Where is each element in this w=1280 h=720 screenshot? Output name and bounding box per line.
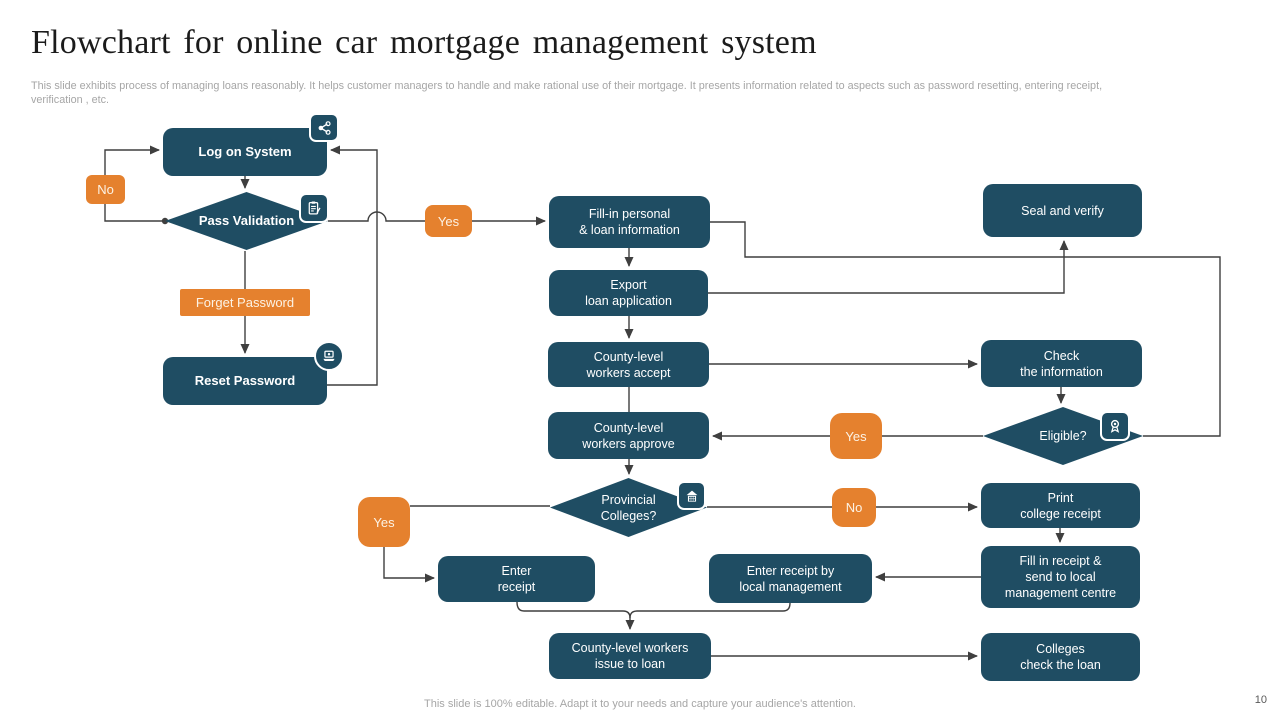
node-seal-and-verify: Seal and verify (983, 184, 1142, 237)
clipboard-icon (299, 193, 329, 223)
subtitle-line-1: This slide exhibits process of managing … (31, 80, 1103, 92)
flow-label-yes-provincial: Yes (358, 497, 410, 547)
award-icon (1100, 411, 1130, 441)
node-fill-in-personal: Fill-in personal& loan information (549, 196, 710, 248)
share-icon (309, 113, 339, 142)
subtitle-line-2: verification , etc. (31, 94, 110, 106)
connector-export-loan-application-to-seal-and-verify (708, 240, 1069, 294)
page-number: 10 (1254, 694, 1267, 706)
flow-label-no-validation: No (86, 175, 125, 204)
slide-subtitle: This slide exhibits process of managing … (31, 79, 1241, 107)
flow-label-forget-password: Forget Password (180, 289, 310, 316)
connector-pass-validation-to-fill-in-personal (328, 211, 546, 226)
connector-yes-provincial-to-enter-receipt (383, 547, 435, 583)
connector-reset-password-to-log-on-system (327, 145, 378, 386)
page-title: Flowchart for online car mortgage manage… (31, 24, 817, 61)
laptop-icon (314, 341, 344, 371)
connector-enter-receipt-to-county-workers-issue (516, 601, 635, 630)
flow-label-no-provincial: No (832, 488, 876, 527)
node-reset-password: Reset Password (163, 357, 327, 405)
node-log-on-system: Log on System (163, 128, 327, 176)
connector-enter-receipt-local-to-county-workers-issue (629, 602, 791, 619)
connector-eligible-to-fill-in-personal (710, 221, 1221, 437)
footer-note: This slide is 100% editable. Adapt it to… (424, 698, 856, 710)
flow-label-yes-eligible: Yes (830, 413, 882, 459)
building-icon (677, 481, 706, 510)
flow-label-yes-validation: Yes (425, 205, 472, 237)
